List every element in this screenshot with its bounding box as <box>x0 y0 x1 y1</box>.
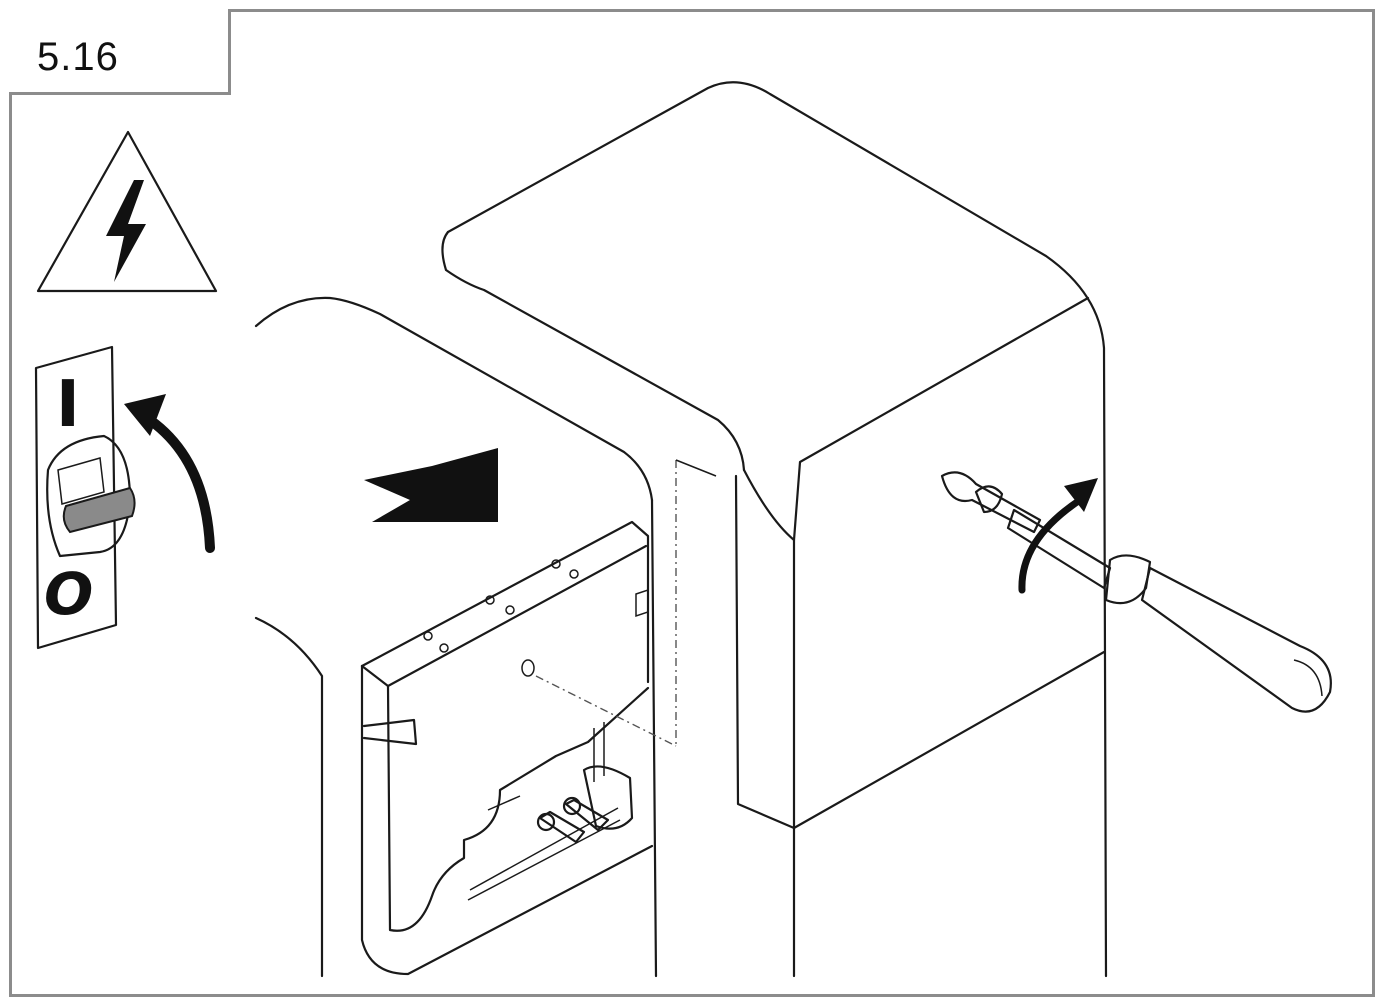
appliance-right-cabinet <box>441 81 1108 978</box>
power-switch-icon: I O <box>34 345 136 650</box>
internal-panel <box>360 520 677 976</box>
electrical-hazard-warning-icon <box>36 130 218 293</box>
figure-frame <box>9 9 1375 997</box>
switch-on-label: I <box>56 368 80 442</box>
appliance-left-cabinet <box>254 296 658 978</box>
step-number-box: 5.16 <box>9 9 231 95</box>
rotate-arrow-icon <box>1018 478 1098 594</box>
step-number: 5.16 <box>37 35 119 79</box>
switch-off-label: O <box>44 560 93 628</box>
screwdriver-icon <box>940 471 1332 713</box>
switch-curved-arrow-icon <box>124 394 215 553</box>
push-direction-arrow-icon <box>364 448 498 522</box>
